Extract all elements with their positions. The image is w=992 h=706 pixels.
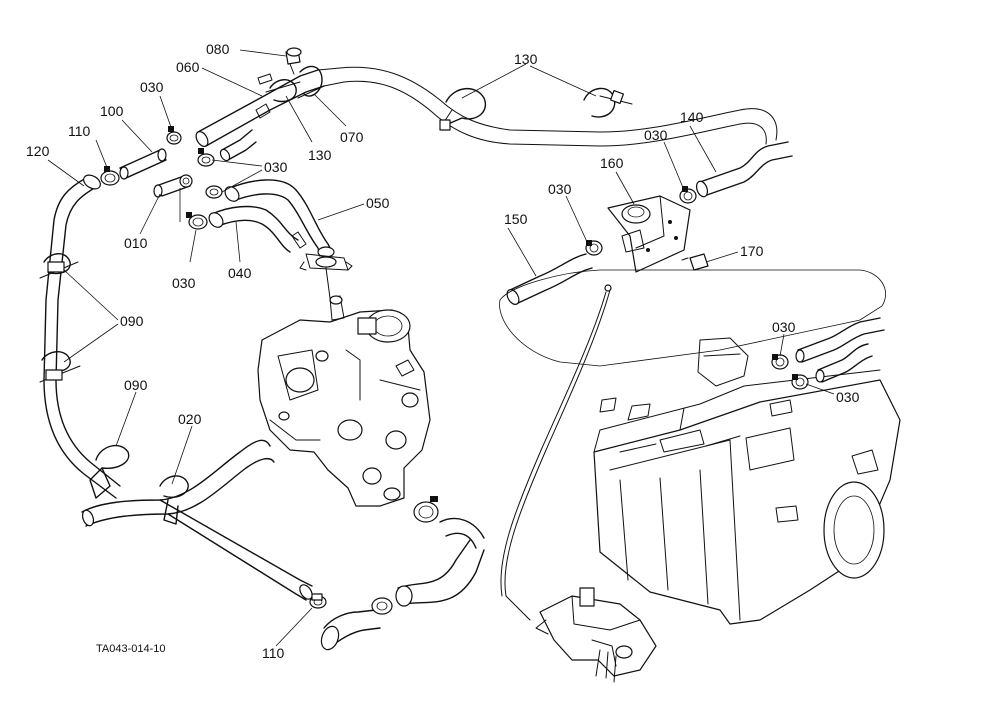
label-030-a: 030 bbox=[140, 79, 164, 95]
upper-hose-long bbox=[317, 66, 778, 147]
bolt-060 bbox=[257, 73, 273, 85]
leader-lines bbox=[47, 49, 835, 647]
label-040: 040 bbox=[228, 265, 252, 281]
hose-120 bbox=[43, 174, 121, 499]
clamp-030-e bbox=[679, 186, 697, 204]
radiator bbox=[593, 337, 901, 625]
clamp-030-g bbox=[771, 354, 789, 370]
lower-bracket bbox=[535, 587, 657, 683]
fitting-080 bbox=[285, 47, 302, 75]
clamp-130-left bbox=[265, 79, 301, 103]
label-170: 170 bbox=[740, 243, 764, 259]
clamp-030-c bbox=[205, 185, 223, 199]
clamp-130-mid bbox=[439, 88, 487, 131]
hose-050 bbox=[224, 179, 335, 258]
drawing-code: TA043-014-10 bbox=[96, 643, 166, 655]
radiator-upper-hose bbox=[795, 317, 885, 383]
clamp-110-lower bbox=[309, 593, 327, 609]
clamp-030-b bbox=[197, 148, 215, 167]
part-labels: 080 060 030 100 110 120 030 130 070 010 … bbox=[26, 41, 860, 661]
pipe-100 bbox=[119, 148, 167, 180]
hose-040 bbox=[208, 205, 307, 253]
clamp-030-f bbox=[585, 240, 603, 256]
reserve-tank-outline bbox=[499, 269, 886, 367]
label-100: 100 bbox=[100, 103, 124, 119]
fitting-010 bbox=[153, 174, 193, 198]
pipe-060 bbox=[195, 69, 325, 162]
lower-outlet bbox=[320, 496, 485, 651]
label-090-b: 090 bbox=[124, 377, 148, 393]
label-010: 010 bbox=[124, 235, 148, 251]
label-030-g: 030 bbox=[836, 389, 860, 405]
clamp-130-right bbox=[583, 87, 633, 118]
clamp-090-middle bbox=[39, 351, 81, 383]
label-030-f: 030 bbox=[772, 319, 796, 335]
label-030-d: 030 bbox=[644, 127, 668, 143]
label-160: 160 bbox=[600, 155, 624, 171]
clamp-030-d bbox=[186, 212, 208, 230]
label-150: 150 bbox=[504, 211, 528, 227]
bracket-160 bbox=[607, 195, 691, 273]
pipe-020 bbox=[81, 439, 313, 601]
clamp-030-a bbox=[166, 126, 182, 145]
label-110-upper: 110 bbox=[68, 123, 91, 139]
clamp-030-h bbox=[791, 374, 809, 390]
clamp-090-upper bbox=[39, 253, 79, 279]
clamp-110-upper bbox=[100, 166, 120, 186]
label-030-c: 030 bbox=[172, 275, 196, 291]
hose-150 bbox=[506, 253, 593, 305]
label-140: 140 bbox=[680, 109, 704, 125]
water-pump-assembly bbox=[257, 295, 431, 507]
clip-070 bbox=[297, 65, 325, 99]
clamp-090-lower bbox=[89, 444, 130, 499]
label-090-a: 090 bbox=[120, 313, 144, 329]
thermostat-connector bbox=[299, 253, 353, 299]
bolt-170 bbox=[681, 253, 709, 271]
label-130-left: 130 bbox=[308, 147, 332, 163]
label-030-b: 030 bbox=[264, 159, 288, 175]
label-080: 080 bbox=[206, 41, 230, 57]
overflow-tube bbox=[500, 284, 612, 621]
label-070: 070 bbox=[340, 129, 364, 145]
label-110-lower: 110 bbox=[262, 645, 285, 661]
label-130-right: 130 bbox=[514, 51, 538, 67]
label-050: 050 bbox=[366, 195, 390, 211]
label-020: 020 bbox=[178, 411, 202, 427]
label-060: 060 bbox=[176, 59, 200, 75]
label-030-e: 030 bbox=[548, 181, 572, 197]
label-120: 120 bbox=[26, 143, 50, 159]
clamp-090-junction bbox=[159, 475, 189, 525]
hose-140 bbox=[695, 141, 793, 198]
